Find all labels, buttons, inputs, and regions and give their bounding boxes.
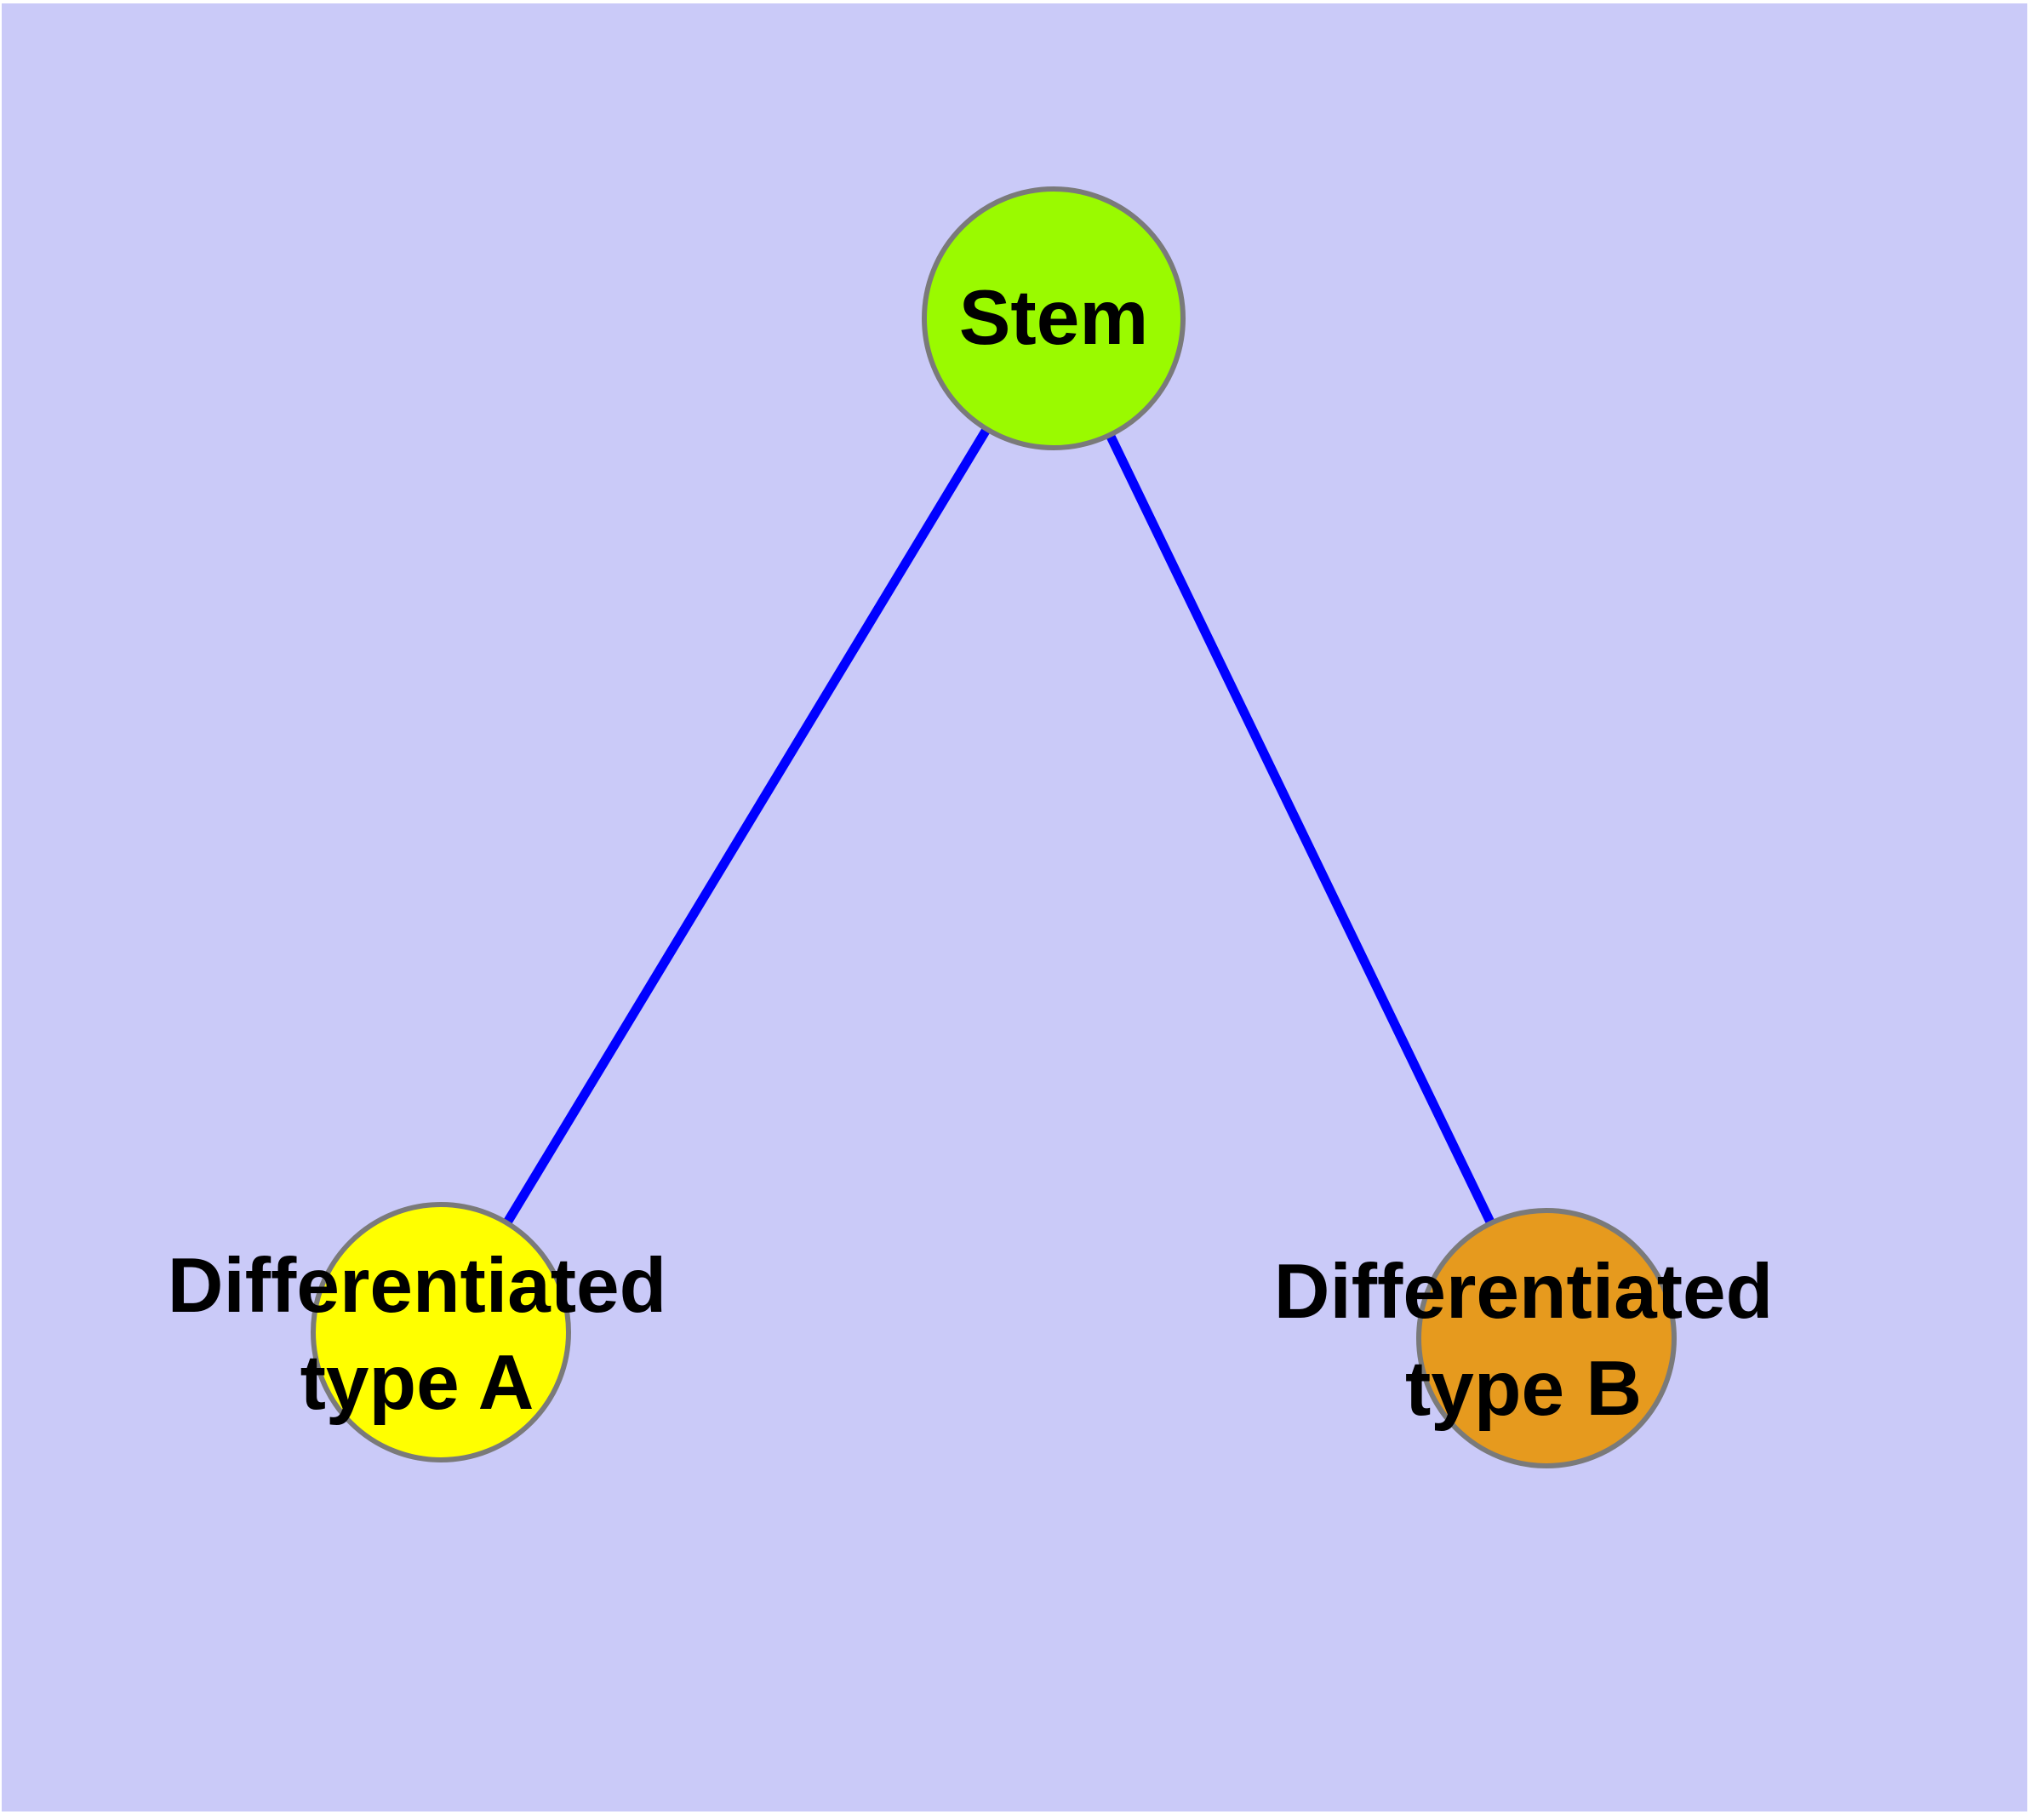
node-type-a	[311, 1202, 571, 1462]
node-label-line: type B	[1404, 1346, 1643, 1432]
node-label-line: Differentiated	[1273, 1249, 1774, 1335]
node-stem	[922, 186, 1186, 450]
node-label-line: Differentiated	[167, 1243, 667, 1329]
node-label-type-b: Differentiated type B	[1274, 1244, 1774, 1438]
node-label-stem: Stem	[959, 270, 1149, 367]
node-label-line: Stem	[958, 275, 1149, 361]
node-label-type-a: Differentiated type A	[168, 1238, 667, 1432]
edge-stem-type-b	[1049, 316, 1551, 1341]
node-label-line: type A	[300, 1340, 534, 1426]
node-type-b	[1416, 1208, 1677, 1468]
edge-stem-type-a	[437, 316, 1058, 1335]
